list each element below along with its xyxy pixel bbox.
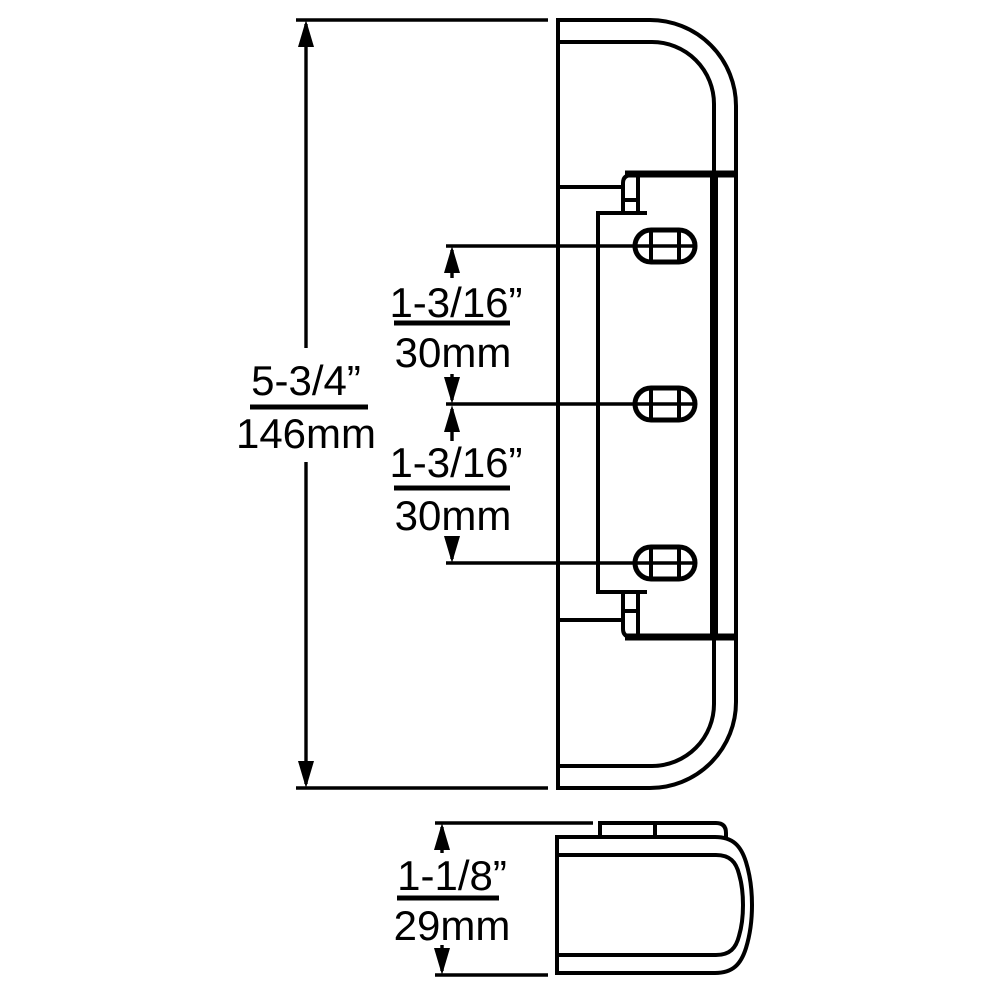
arrow-down-icon [298,761,314,788]
handle-inner-profile-top [558,40,716,176]
tab-bottom-outline [621,592,633,639]
dim-slot-spacing-lower: 1-3/16” 30mm [389,405,695,565]
arrow-down-icon [444,377,460,404]
dim-spacing-lower-inches: 1-3/16” [389,439,522,486]
slot-tick-marks [649,231,681,578]
arrow-up-icon [298,20,314,47]
dim-depth-inches: 1-1/8” [397,852,507,899]
dim-spacing-upper-mm: 30mm [395,329,512,376]
arrow-down-icon [434,948,450,975]
dim-depth-mm: 29mm [394,902,511,949]
arrow-down-icon [444,536,460,563]
body-inner-profile [557,853,746,957]
dim-slot-spacing-upper: 1-3/16” 30mm [389,244,695,406]
mounting-tab-bottom [621,592,640,639]
handle-outer-profile [556,18,738,790]
body-outer-profile [555,835,755,975]
plate-edge-view [598,821,728,837]
dim-overall-height: 5-3/4” 146mm [236,18,548,790]
bottom-view [555,821,755,975]
tab-top-outline [621,173,633,213]
dim-spacing-upper-inches: 1-3/16” [389,279,522,326]
dim-overall-mm: 146mm [236,410,376,457]
handle-inner-profile-bottom [558,635,716,768]
dim-spacing-lower-mm: 30mm [395,492,512,539]
dim-overall-inches: 5-3/4” [251,357,361,404]
dim-depth: 1-1/8” 29mm [394,821,593,977]
mounting-tab-top [621,173,640,213]
